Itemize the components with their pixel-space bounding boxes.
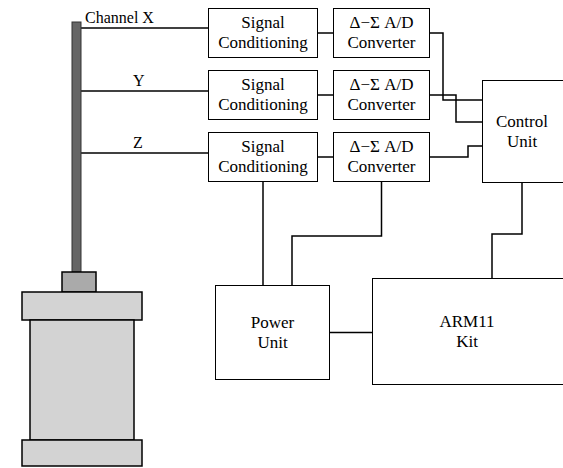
channel-wire <box>80 152 208 154</box>
adc-box: Δ−Σ A/D Converter <box>333 70 430 120</box>
channel-wire <box>80 27 208 29</box>
sensor-body <box>30 320 134 440</box>
channel-wire <box>80 90 208 92</box>
connector-wire <box>262 182 264 285</box>
connector-wire <box>430 146 482 157</box>
channel-label: Z <box>132 135 144 151</box>
connector-wire <box>318 32 333 34</box>
signal-conditioning-box: Signal Conditioning <box>208 132 318 182</box>
connector-wire <box>492 183 522 278</box>
adc-box: Δ−Σ A/D Converter <box>333 132 430 182</box>
sensor-base <box>22 440 142 466</box>
connector-wire <box>318 156 333 158</box>
connector-wire <box>430 95 482 122</box>
power-unit-box: Power Unit <box>215 285 330 380</box>
adc-box: Δ−Σ A/D Converter <box>333 8 430 58</box>
arm-kit-box: ARM11 Kit <box>372 278 563 385</box>
probe-cap <box>62 272 96 292</box>
box-text: Signal Conditioning <box>213 75 313 114</box>
box-text: Power Unit <box>243 313 303 352</box>
box-text: Signal Conditioning <box>213 137 313 176</box>
connector-wire <box>318 94 333 96</box>
control-unit-box: Control Unit <box>482 80 563 183</box>
sensor-flange <box>22 292 142 320</box>
probe-rod <box>72 22 81 272</box>
box-text: Signal Conditioning <box>213 13 313 52</box>
channel-label: Y <box>132 73 146 89</box>
box-text: Δ−Σ A/D Converter <box>338 137 426 176</box>
channel-label: Channel X <box>84 10 155 26</box>
signal-conditioning-box: Signal Conditioning <box>208 8 318 58</box>
box-text: Control Unit <box>487 112 557 151</box>
connector-wire <box>292 182 382 285</box>
box-text: Δ−Σ A/D Converter <box>338 75 426 114</box>
connector-wire <box>430 33 482 100</box>
connector-wire <box>330 332 372 334</box>
signal-conditioning-box: Signal Conditioning <box>208 70 318 120</box>
box-text: ARM11 Kit <box>432 312 502 351</box>
box-text: Δ−Σ A/D Converter <box>338 13 426 52</box>
